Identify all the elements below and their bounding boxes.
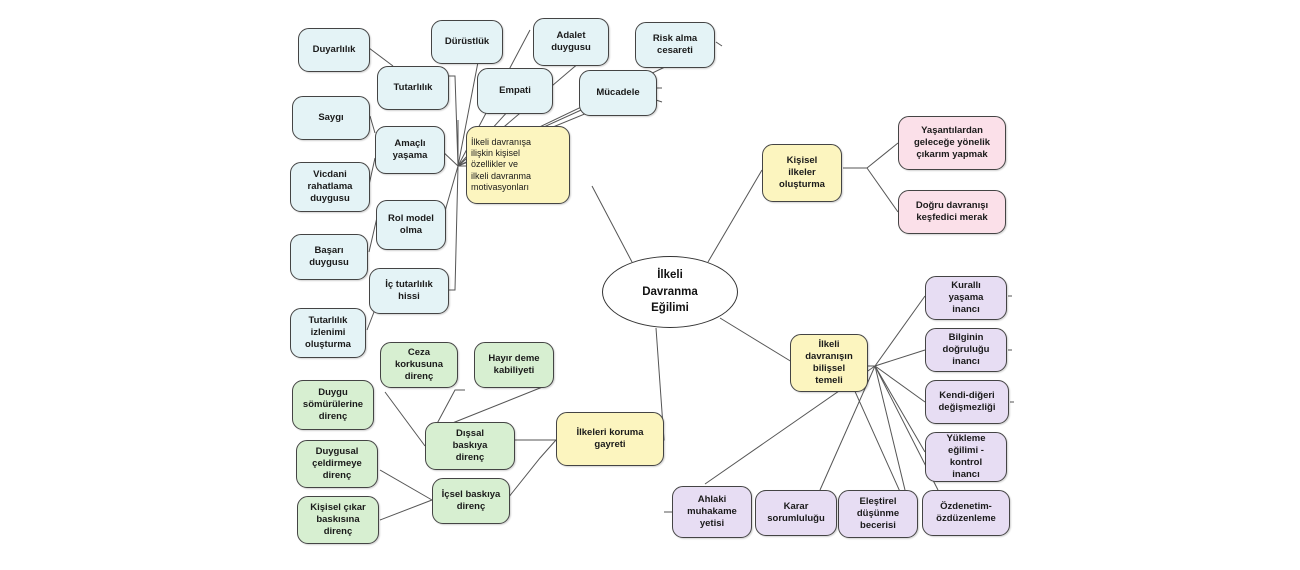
trait-tutarlilik-izlenimi: Tutarlılık izlenimi oluşturma xyxy=(290,308,366,358)
cognitive-ahlaki-muhakame: Ahlaki muhakame yetisi xyxy=(672,486,752,538)
trait-adalet: Adalet duygusu xyxy=(533,18,609,66)
cognitive-bilginin-dogrulugu: Bilginin doğruluğu inancı xyxy=(925,328,1007,372)
protection-duygu-somuru: Duygu sömürülerine direnç xyxy=(292,380,374,430)
cognitive-elestirel-dusunme: Eleştirel düşünme becerisi xyxy=(838,490,918,538)
protection-dissal-baskiya-direnc: Dışsal baskıya direnç xyxy=(425,422,515,470)
central-concept-label: İlkeli Davranma Eğilimi xyxy=(642,268,698,315)
trait-tutarlilik: Tutarlılık xyxy=(377,66,449,110)
cognitive-karar-sorumlulugu: Karar sorumluluğu xyxy=(755,490,837,536)
trait-empati: Empati xyxy=(477,68,553,114)
trait-amacli-yasama: Amaçlı yaşama xyxy=(375,126,445,174)
trait-basari: Başarı duygusu xyxy=(290,234,368,280)
protection-hayir-deme: Hayır deme kabiliyeti xyxy=(474,342,554,388)
trait-rol-model: Rol model olma xyxy=(376,200,446,250)
protection-ceza-korkusu: Ceza korkusuna direnç xyxy=(380,342,458,388)
cognitive-ozdenetim: Özdenetim- özdüzenleme xyxy=(922,490,1010,536)
cognitive-kuralli-yasama: Kurallı yaşama inancı xyxy=(925,276,1007,320)
trait-mucadele: Mücadele xyxy=(579,70,657,116)
trait-duyarlilik: Duyarlılık xyxy=(298,28,370,72)
branch-personal-traits: İlkeli davranışa ilişkin kişisel özellik… xyxy=(466,126,570,204)
central-concept: İlkeli Davranma Eğilimi xyxy=(602,256,738,328)
trait-ic-tutarlilik: İç tutarlılık hissi xyxy=(369,268,449,314)
branch-personal-principles: Kişisel ilkeler oluşturma xyxy=(762,144,842,202)
principle-yasantilardan-cikarim: Yaşantılardan geleceğe yönelik çıkarım y… xyxy=(898,116,1006,170)
trait-durustluk: Dürüstlük xyxy=(431,20,503,64)
branch-cognitive-basis: İlkeli davranışın bilişsel temeli xyxy=(790,334,868,392)
trait-vicdani-rahatlama: Vicdani rahatlama duygusu xyxy=(290,162,370,212)
principle-kesfedici-merak: Doğru davranışı keşfedici merak xyxy=(898,190,1006,234)
protection-duygusal-celdirme: Duygusal çeldirmeye direnç xyxy=(296,440,378,488)
trait-saygi: Saygı xyxy=(292,96,370,140)
trait-risk-alma: Risk alma cesareti xyxy=(635,22,715,68)
protection-kisisel-cikar: Kişisel çıkar baskısına direnç xyxy=(297,496,379,544)
cognitive-yukleme-egilimi: Yükleme eğilimi - kontrol inancı xyxy=(925,432,1007,482)
cognitive-kendi-digeri: Kendi-diğeri değişmezliği xyxy=(925,380,1009,424)
protection-icsel-baskiya-direnc: İçsel baskıya direnç xyxy=(432,478,510,524)
branch-protection-effort: İlkeleri koruma gayreti xyxy=(556,412,664,466)
